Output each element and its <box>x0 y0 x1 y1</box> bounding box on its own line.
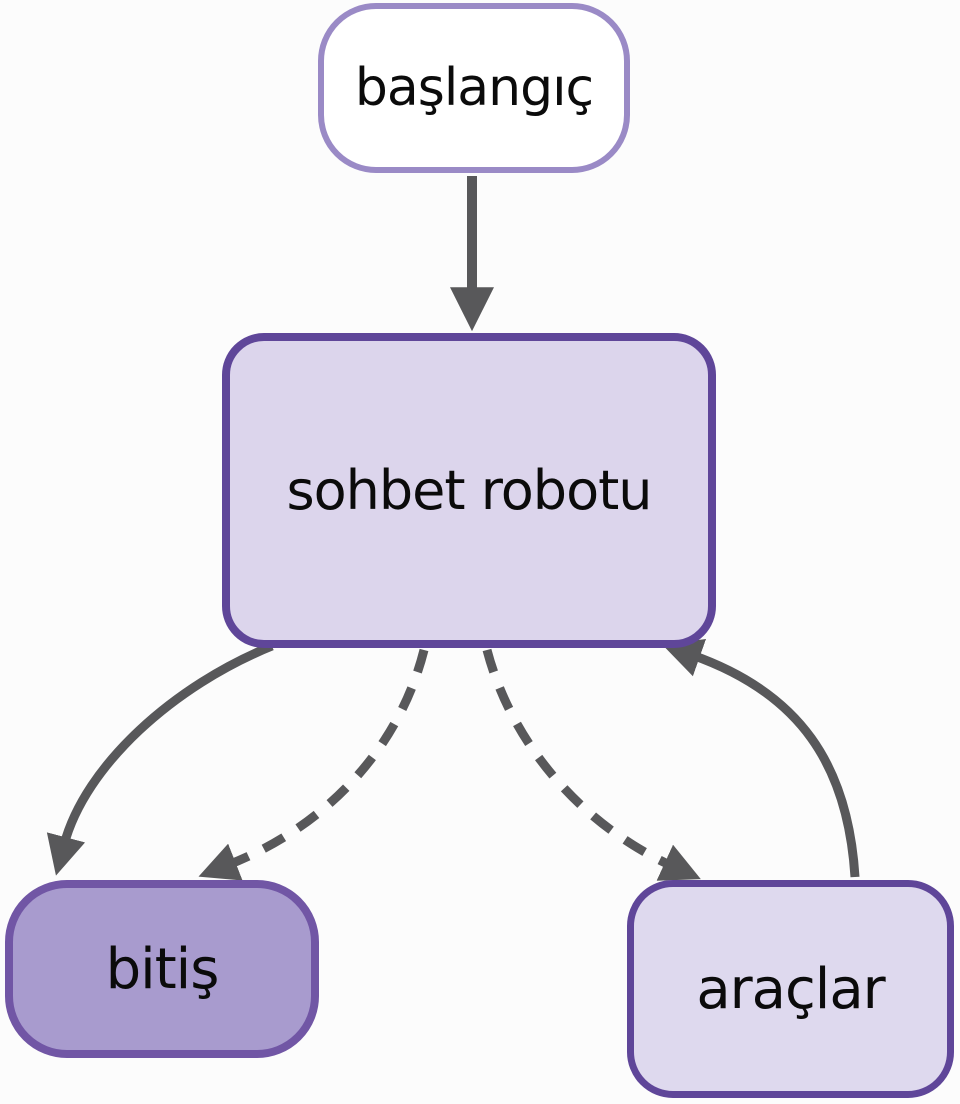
edge-chatbot-to-end-solid <box>46 641 274 876</box>
edge-tools-to-chatbot-solid <box>662 638 860 878</box>
edge-chatbot-to-end-dashed <box>198 648 429 881</box>
node-chatbot-label: sohbet robotu <box>286 459 653 522</box>
node-tools-label: araçlar <box>696 956 885 1022</box>
node-end-label: bitiş <box>105 936 220 1002</box>
node-end: bitiş <box>5 880 319 1058</box>
node-start: başlangıç <box>318 3 630 173</box>
node-chatbot: sohbet robotu <box>222 333 716 648</box>
edge-chatbot-to-tools-dashed <box>482 648 701 881</box>
node-start-label: başlangıç <box>354 58 594 118</box>
node-tools: araçlar <box>627 880 954 1098</box>
